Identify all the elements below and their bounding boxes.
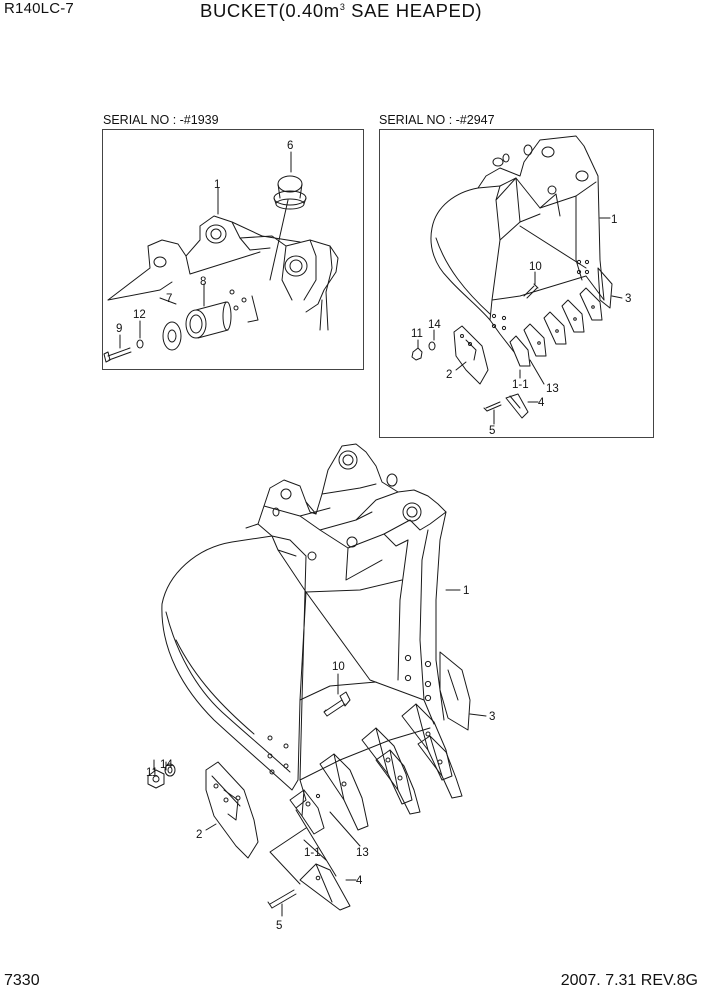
- callout-main-2: 2: [196, 829, 202, 841]
- callout-main-3: 3: [489, 711, 495, 723]
- inset-frame-right: [379, 129, 654, 438]
- inset-frame-left: [102, 129, 364, 370]
- callout-main-11: 11: [146, 767, 158, 779]
- fasteners-small: [411, 283, 539, 361]
- leaders-right: [417, 217, 623, 425]
- callout-left-6: 6: [287, 140, 293, 152]
- fasteners-main: [147, 763, 176, 789]
- callout-right-2: 2: [446, 369, 452, 381]
- callout-main-4: 4: [356, 875, 363, 887]
- title-main: BUCKET(0.40m: [200, 0, 340, 21]
- bucket-body-main: [161, 443, 471, 809]
- bolt-main: [323, 691, 351, 717]
- pin-and-washer: [162, 301, 232, 351]
- callout-main-5: 5: [276, 920, 282, 932]
- title-superscript: 3: [339, 2, 346, 12]
- bucket-lug-assembly: [107, 215, 339, 331]
- revision-date: 2007. 7.31 REV.8G: [560, 972, 698, 989]
- callout-left-12: 12: [133, 309, 146, 321]
- bushing-part: [273, 175, 307, 210]
- tooth-and-pin-main: [267, 863, 351, 911]
- serial-label-left: SERIAL NO : -#1939: [103, 113, 219, 127]
- callout-left-9: 9: [116, 323, 122, 335]
- callout-main-1: 1: [463, 585, 469, 597]
- tooth-and-pin-small: [483, 393, 529, 419]
- callout-right-1-1: 1-1: [512, 379, 529, 391]
- callout-main-14: 14: [160, 759, 173, 771]
- leaders-left: [119, 151, 292, 349]
- bolt-and-nut: [103, 339, 144, 363]
- callout-left-8: 8: [200, 276, 206, 288]
- callout-main-10: 10: [332, 661, 345, 673]
- side-cutter-main: [205, 761, 259, 859]
- leaders-main: [153, 589, 487, 917]
- teeth-row-small: [509, 287, 603, 367]
- callout-right-4: 4: [538, 397, 545, 409]
- callout-right-13: 13: [546, 383, 559, 395]
- callout-right-1: 1: [611, 214, 617, 226]
- callout-left-1: 1: [214, 179, 220, 191]
- bucket-body-small: [430, 135, 613, 353]
- page-number: 7330: [4, 972, 40, 989]
- callout-right-10: 10: [529, 261, 542, 273]
- main-view-drawing: 1 3 10 11 14 2 1-1 13 4 5: [146, 443, 495, 932]
- title-tail: SAE HEAPED): [345, 0, 483, 21]
- callout-right-11: 11: [411, 328, 423, 340]
- callout-right-3: 3: [625, 293, 631, 305]
- callout-main-1-1: 1-1: [304, 847, 321, 859]
- page-title: BUCKET(0.40m3 SAE HEAPED): [200, 0, 482, 22]
- inset-right-drawing: 1 3 10 11 14 2 1-1 13 4 5: [411, 135, 631, 437]
- teeth-row-main: [289, 703, 463, 835]
- side-cutter-small: [453, 325, 489, 385]
- callout-left-7: 7: [166, 293, 172, 305]
- serial-label-right: SERIAL NO : -#2947: [379, 113, 495, 127]
- callout-main-13: 13: [356, 847, 369, 859]
- callout-right-14: 14: [428, 319, 441, 331]
- callout-right-5: 5: [489, 425, 495, 437]
- inset-left-drawing: 6 1 8 7 9 12: [103, 140, 339, 363]
- model-code: R140LC-7: [4, 0, 74, 17]
